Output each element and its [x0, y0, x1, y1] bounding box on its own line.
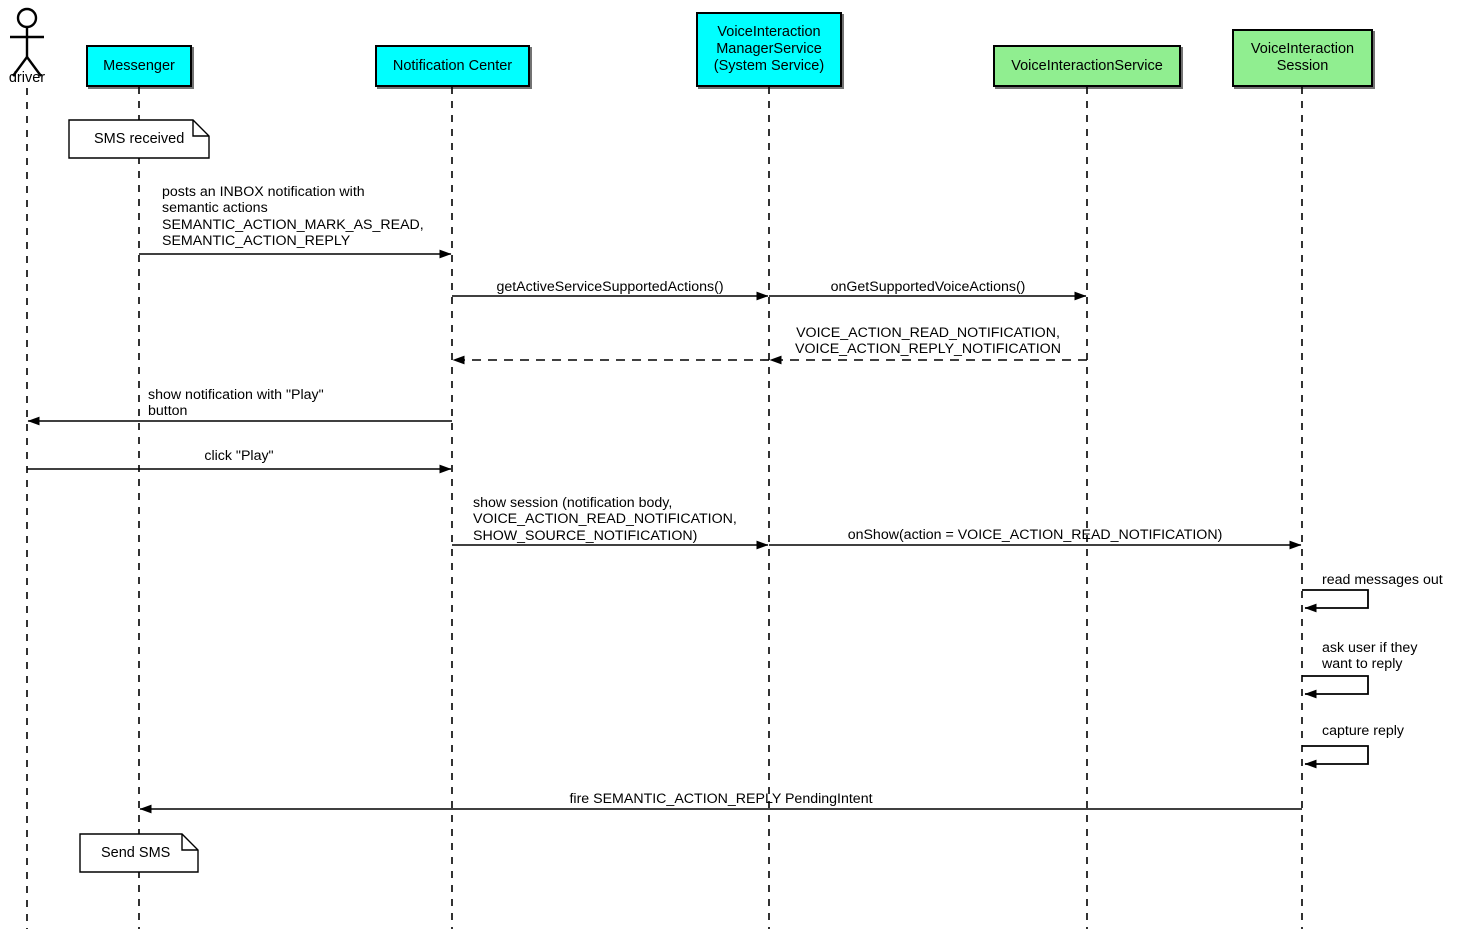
self-read-messages-out-label: read messages out: [1322, 572, 1443, 588]
actor-head-icon: [16, 7, 38, 29]
actor-right-leg-icon: [26, 56, 42, 77]
lifelines-group: [26, 87, 1303, 929]
participant-voice-interaction-manager-service[interactable]: VoiceInteraction ManagerService (System …: [696, 12, 842, 87]
msg-show-session-label: show session (notification body, VOICE_A…: [473, 495, 737, 544]
msg-click-play-label: click "Play": [204, 448, 274, 464]
participant-label-driver: driver: [8, 70, 46, 86]
msg-on-get-supported-voice-actions-label: onGetSupportedVoiceActions(): [830, 279, 1026, 295]
participant-label-notification-center: Notification Center: [392, 57, 513, 74]
note-sms-received-body: [68, 119, 210, 159]
msg-return-voice-actions-to-manager-label: VOICE_ACTION_READ_NOTIFICATION, VOICE_AC…: [795, 325, 1061, 358]
note-send-sms-fold-icon: [181, 834, 198, 851]
self-messages-group: [1302, 589, 1369, 769]
note-send-sms-body: [79, 833, 199, 873]
msg-get-active-service-supported-actions-label: getActiveServiceSupportedActions(): [496, 279, 724, 295]
notes-group: [68, 119, 210, 873]
actor-figure-group: [10, 7, 44, 77]
msg-post-inbox-notification-label: posts an INBOX notification with semanti…: [162, 184, 424, 249]
messages-group: [27, 249, 1302, 814]
msg-show-notification-with-play-button-label: show notification with "Play" button: [148, 387, 324, 420]
self-ask-user-if-they-want-to-reply-label: ask user if they want to reply: [1322, 640, 1418, 673]
self-capture-reply-arrow: [1302, 745, 1369, 769]
note-sms-received-fold-icon: [192, 120, 209, 137]
participant-label-voice-interaction-service: VoiceInteractionService: [1011, 57, 1163, 74]
msg-fire-semantic-action-reply-pending-intent-label: fire SEMANTIC_ACTION_REPLY PendingIntent: [569, 791, 873, 807]
participant-voice-interaction-session[interactable]: VoiceInteraction Session: [1232, 29, 1373, 87]
note-sms-received-text: SMS received: [94, 131, 185, 147]
participant-voice-interaction-service[interactable]: VoiceInteractionService: [993, 45, 1181, 87]
participant-notification-center[interactable]: Notification Center: [375, 45, 530, 87]
self-read-messages-out-arrow: [1302, 589, 1369, 613]
participant-messenger[interactable]: Messenger: [86, 45, 192, 87]
self-capture-reply-label: capture reply: [1322, 723, 1405, 739]
msg-on-show-label: onShow(action = VOICE_ACTION_READ_NOTIFI…: [847, 527, 1223, 543]
participant-label-voice-interaction-session: VoiceInteraction Session: [1250, 41, 1355, 74]
actor-left-leg-icon: [12, 56, 28, 77]
self-ask-user-if-they-want-to-reply-arrow: [1302, 675, 1369, 699]
participant-label-voice-interaction-manager-service: VoiceInteraction ManagerService (System …: [713, 24, 825, 74]
participant-label-messenger: Messenger: [103, 57, 175, 74]
note-send-sms-text: Send SMS: [101, 845, 171, 861]
